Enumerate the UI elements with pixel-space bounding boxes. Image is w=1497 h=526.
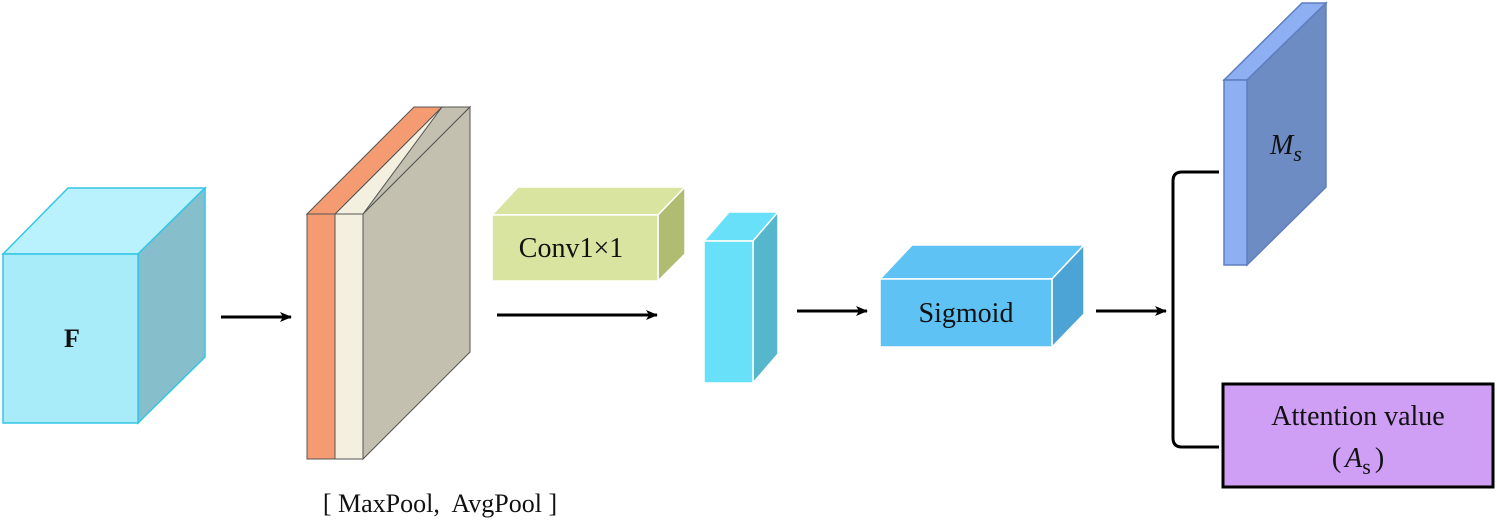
feature-side xyxy=(752,209,779,386)
sigmoid-block: Sigmoid xyxy=(878,243,1086,349)
conv-front xyxy=(491,214,659,282)
attention-line1: Attention value xyxy=(1271,401,1444,432)
pool-maxpool-slab xyxy=(306,213,336,460)
conv-block: Conv1×1 xyxy=(490,185,687,283)
attention-label-main: A xyxy=(1343,443,1363,474)
ms-edge xyxy=(1223,79,1248,266)
sigmoid-top xyxy=(878,244,1086,280)
output-split-bracket xyxy=(1171,170,1219,449)
conv-top xyxy=(490,186,687,216)
spatial-attention-map: Ms xyxy=(1222,1,1328,267)
ms-label-sub: s xyxy=(1293,141,1302,166)
attention-box-rect xyxy=(1221,382,1495,489)
ms-label-main: M xyxy=(1269,130,1295,161)
attention-label-sub: s xyxy=(1362,454,1371,479)
input-label: F xyxy=(64,324,80,353)
attention-value-box: Attention value (As) xyxy=(1221,382,1495,489)
input-feature-cube: F xyxy=(1,186,207,425)
attention-line2: (As) xyxy=(1332,443,1384,479)
ms-label: Ms xyxy=(1269,130,1302,166)
pool-caption: [ MaxPool, AvgPool ] xyxy=(323,489,557,518)
feature-front xyxy=(703,240,754,384)
attention-paren-close: ) xyxy=(1375,443,1384,474)
sigmoid-front xyxy=(879,278,1053,348)
conv-output-feature xyxy=(702,209,780,386)
pool-avgpool-slab xyxy=(334,213,364,460)
input-cube-front xyxy=(2,253,139,424)
sigmoid-label: Sigmoid xyxy=(919,298,1014,329)
pooled-feature-stack: [ MaxPool, AvgPool ] xyxy=(305,105,557,518)
attention-paren-open: ( xyxy=(1332,443,1341,474)
conv-label: Conv1×1 xyxy=(519,233,623,264)
